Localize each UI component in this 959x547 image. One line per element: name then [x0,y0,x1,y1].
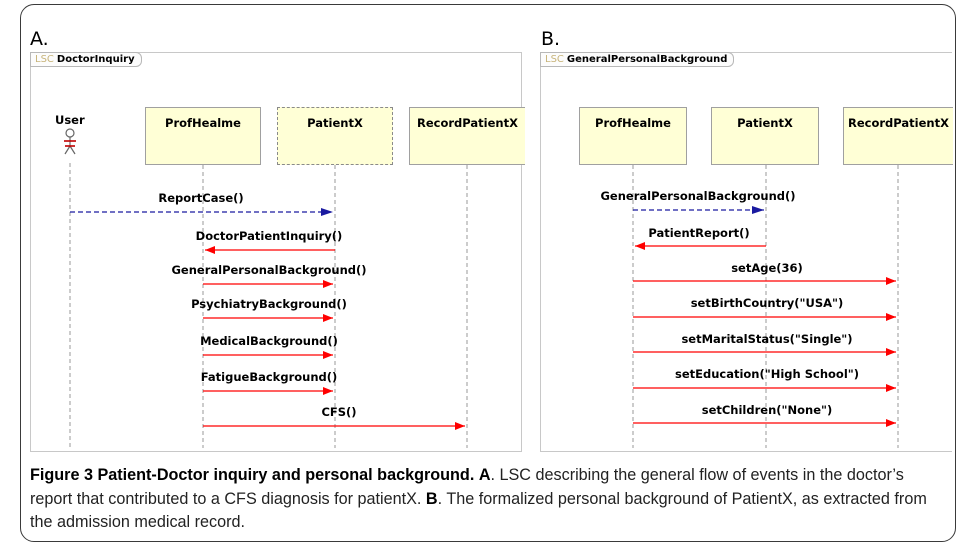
message-label: GeneralPersonalBackground() [171,263,367,277]
lsc-prefix: LSC [545,54,564,65]
message-label: setChildren("None") [701,403,833,417]
lifeline-label: ProfHealme [165,116,241,130]
message-label: GeneralPersonalBackground() [600,189,796,203]
lifeline-patientx[interactable]: PatientX [277,107,393,165]
message-label: DoctorPatientInquiry() [195,229,343,243]
message-label: ReportCase() [158,191,244,205]
lifeline-label: RecordPatientX [848,116,949,130]
lifeline-recordpatientx[interactable]: RecordPatientX [409,107,525,165]
figure-caption: Figure 3 Patient-Doctor inquiry and pers… [30,464,950,535]
lsc-name: GeneralPersonalBackground [566,54,728,65]
lifeline-recordpatientx[interactable]: RecordPatientX [843,107,953,165]
caption-b-label: B [425,489,438,508]
message-label: MedicalBackground() [200,334,338,348]
lifeline-label: PatientX [307,116,363,130]
message-label: PatientReport() [648,226,750,240]
message-label: PsychiatryBackground() [191,297,347,311]
caption-a-text: . LSC describing the general flow of eve… [30,466,904,508]
message-label: setBirthCountry("USA") [690,296,844,310]
lifeline-patientx[interactable]: PatientX [711,107,819,165]
panel-b-letter: B. [541,28,561,50]
lsc-prefix: LSC [35,54,54,65]
lifeline-label: RecordPatientX [417,116,518,130]
message-label: CFS() [321,405,357,419]
message-label: setEducation("High School") [674,367,860,381]
panel-a-lines [64,128,468,448]
lifeline-label: PatientX [737,116,793,130]
lifeline-label: ProfHealme [595,116,671,130]
caption-b-text: . The formalized personal background of … [30,489,927,532]
message-label: FatigueBackground() [200,370,338,384]
actor-user-label: User [55,113,85,127]
panel-b-lines [632,165,899,448]
user-actor-icon [64,128,76,155]
lifeline-profhealme[interactable]: ProfHealme [145,107,261,165]
lsc-name: DoctorInquiry [56,54,135,65]
panel-a-letter: A. [30,28,49,50]
lifeline-profhealme[interactable]: ProfHealme [579,107,687,165]
message-label: setAge(36) [731,261,803,275]
caption-a-label: A [478,466,491,484]
figure-label: Figure 3 Patient-Doctor inquiry and pers… [30,466,475,484]
message-label: setMaritalStatus("Single") [681,332,853,346]
